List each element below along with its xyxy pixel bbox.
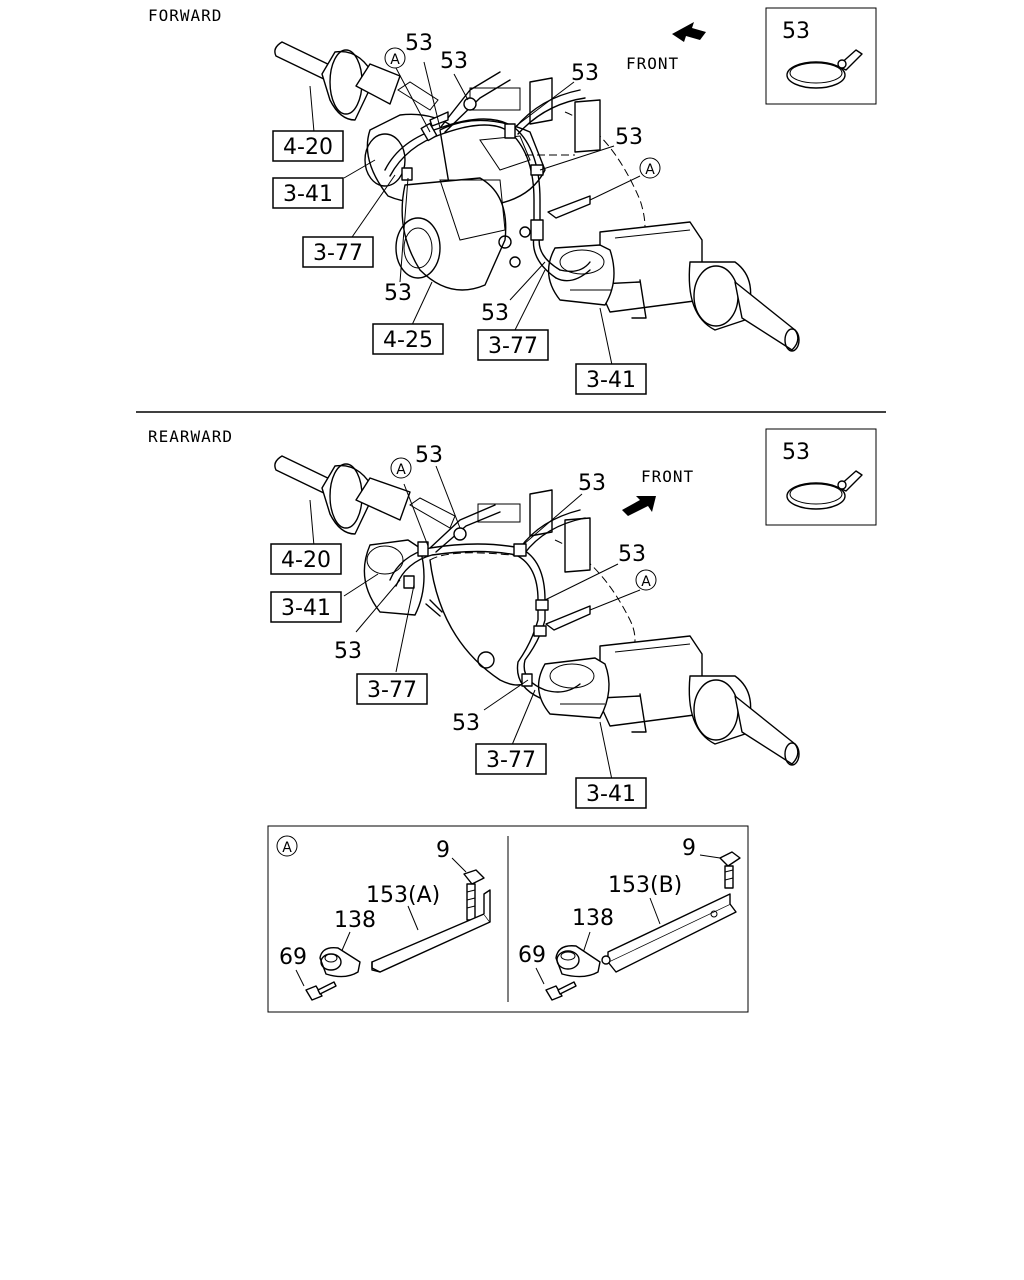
part-label-153a: 153(A) bbox=[366, 883, 440, 908]
rearward-section: REARWARD FRONT 53 bbox=[148, 427, 877, 809]
ref-box: 3-77 bbox=[486, 748, 536, 773]
callout-53: 53 bbox=[571, 61, 599, 86]
bracket-153a-icon bbox=[371, 913, 491, 973]
clip-icon bbox=[319, 947, 361, 978]
callout-53: 53 bbox=[578, 471, 606, 496]
ref-box: 3-41 bbox=[281, 596, 331, 621]
rearward-clamp-inset: 53 bbox=[765, 428, 877, 526]
clip-icon bbox=[555, 945, 611, 978]
forward-axle-assembly bbox=[274, 41, 800, 352]
detail-mark-a: A bbox=[282, 840, 292, 856]
callout-53: 53 bbox=[440, 49, 468, 74]
inset-clamp-label: 53 bbox=[782, 19, 810, 44]
inset-clamp-label: 53 bbox=[782, 440, 810, 465]
callout-53: 53 bbox=[405, 31, 433, 56]
rearward-harness bbox=[389, 504, 591, 699]
ref-box: 4-20 bbox=[281, 548, 331, 573]
forward-harness bbox=[384, 71, 591, 282]
ref-box: 4-20 bbox=[283, 135, 333, 160]
part-label-69: 69 bbox=[518, 943, 546, 968]
callout-53: 53 bbox=[415, 443, 443, 468]
detail-left-panel: 9 153(A) 138 69 bbox=[279, 838, 491, 1001]
circle-mark-a: A bbox=[645, 162, 655, 178]
forward-section: FORWARD FRONT 53 bbox=[148, 6, 877, 395]
part-label-69: 69 bbox=[279, 945, 307, 970]
callout-53: 53 bbox=[452, 711, 480, 736]
forward-callouts: 53 53 53 53 53 53 A A 4-20 3-41 3-77 4-2… bbox=[272, 31, 661, 395]
rearward-front-label: FRONT bbox=[641, 467, 694, 486]
ref-box: 3-77 bbox=[313, 241, 363, 266]
part-label-9: 9 bbox=[682, 836, 696, 861]
screw-icon bbox=[305, 981, 337, 1001]
callout-53: 53 bbox=[384, 281, 412, 306]
forward-title: FORWARD bbox=[148, 6, 222, 25]
detail-right-panel: 9 153(B) 138 69 bbox=[518, 836, 741, 1001]
ref-box: 4-25 bbox=[383, 328, 433, 353]
part-label-138: 138 bbox=[334, 908, 376, 933]
rearward-callouts: 53 53 53 53 53 A A 4-20 3-41 3-77 3-77 3… bbox=[270, 443, 657, 809]
detail-a-section: A 9 153(A) 138 69 bbox=[267, 825, 749, 1013]
front-arrow-icon bbox=[622, 496, 656, 516]
part-label-153b: 153(B) bbox=[608, 873, 682, 898]
ref-box: 3-41 bbox=[586, 782, 636, 807]
part-label-9: 9 bbox=[436, 838, 450, 863]
screw-icon bbox=[545, 981, 577, 1001]
callout-53: 53 bbox=[334, 639, 362, 664]
forward-front-label: FRONT bbox=[626, 54, 679, 73]
ref-box: 3-41 bbox=[283, 182, 333, 207]
circle-mark-a: A bbox=[641, 574, 651, 590]
ref-box: 3-77 bbox=[488, 334, 538, 359]
rearward-title: REARWARD bbox=[148, 427, 233, 446]
part-label-138: 138 bbox=[572, 906, 614, 931]
bolt-icon bbox=[463, 869, 485, 921]
ref-box: 3-77 bbox=[367, 678, 417, 703]
circle-mark-a: A bbox=[390, 52, 400, 68]
ref-box: 3-41 bbox=[586, 368, 636, 393]
circle-mark-a: A bbox=[396, 462, 406, 478]
front-arrow-icon bbox=[672, 22, 706, 42]
callout-53: 53 bbox=[618, 542, 646, 567]
callout-53: 53 bbox=[615, 125, 643, 150]
callout-53: 53 bbox=[481, 301, 509, 326]
forward-clamp-inset: 53 bbox=[765, 7, 877, 105]
bolt-icon bbox=[719, 851, 741, 889]
